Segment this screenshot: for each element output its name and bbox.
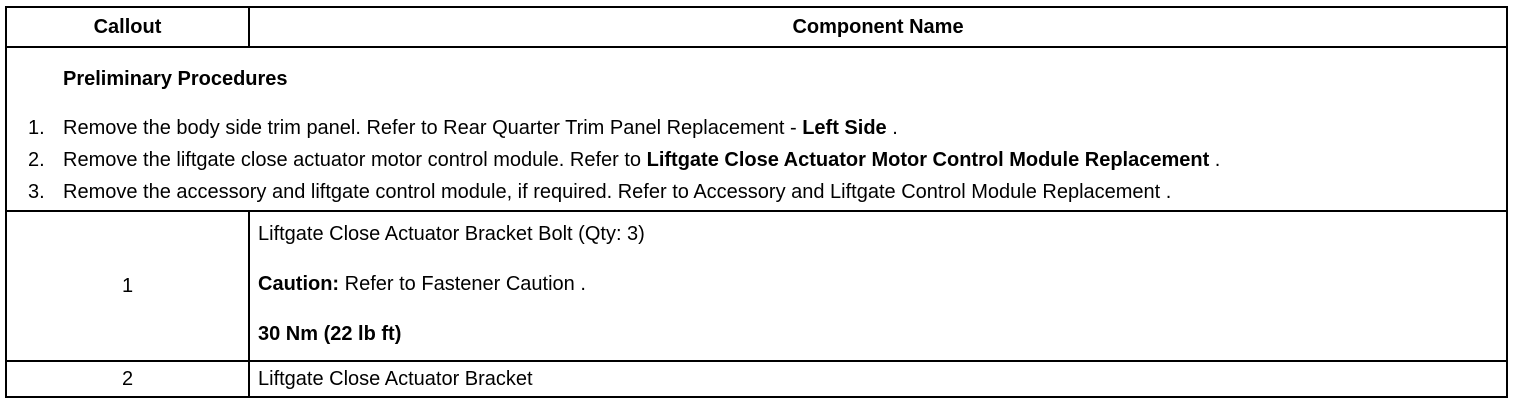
step-link-text: Liftgate Close Actuator Motor Control Mo… <box>646 148 1210 171</box>
callout-cell: 2 <box>5 360 250 398</box>
callout-header: Callout <box>5 6 250 48</box>
step-item: 1. Remove the body side trim panel. Refer… <box>7 112 1506 144</box>
step-number: 3. <box>28 180 45 203</box>
component-name: Liftgate Close Actuator Bracket Bolt (Qt… <box>258 223 645 245</box>
torque-value: 30 Nm (22 lb ft) <box>258 323 402 345</box>
table-row: 2 Liftgate Close Actuator Bracket <box>5 360 1508 398</box>
step-text-end: . <box>886 116 898 139</box>
step-text: Remove the accessory and liftgate contro… <box>63 180 1172 203</box>
component-cell: Liftgate Close Actuator Bracket Bolt (Qt… <box>248 210 1508 362</box>
step-number: 1. <box>28 116 45 139</box>
step-text: Remove the body side trim panel. Refer t… <box>63 116 803 139</box>
header-row: Callout Component Name <box>5 6 1508 48</box>
caution-text: Refer to Fastener Caution . <box>339 273 586 295</box>
callout-cell: 1 <box>5 210 250 362</box>
component-cell: Liftgate Close Actuator Bracket <box>248 360 1508 398</box>
step-number: 2. <box>28 148 45 171</box>
torque-spec: 30 Nm (22 lb ft) <box>258 322 1506 346</box>
component-name: Liftgate Close Actuator Bracket <box>258 367 533 390</box>
caution-note: Caution: Refer to Fastener Caution . <box>258 272 1506 296</box>
table-row: 1 Liftgate Close Actuator Bracket Bolt (… <box>5 210 1508 362</box>
step-item: 2. Remove the liftgate close actuator mot… <box>7 144 1506 176</box>
preliminary-title: Preliminary Procedures <box>63 67 288 90</box>
preliminary-steps: 1. Remove the body side trim panel. Refer… <box>7 112 1506 208</box>
procedure-table: Callout Component Name Preliminary Proce… <box>5 6 1508 398</box>
step-item: 3. Remove the accessory and liftgate cont… <box>7 176 1506 208</box>
step-text: Remove the liftgate close actuator motor… <box>63 148 647 171</box>
step-text-end: . <box>1209 148 1221 171</box>
caution-label: Caution: <box>258 273 340 295</box>
preliminary-cell: Preliminary Procedures 1. Remove the body… <box>5 46 1508 212</box>
step-link-text: Left Side <box>802 116 887 139</box>
component-name-header: Component Name <box>248 6 1508 48</box>
preliminary-row: Preliminary Procedures 1. Remove the body… <box>5 46 1508 212</box>
